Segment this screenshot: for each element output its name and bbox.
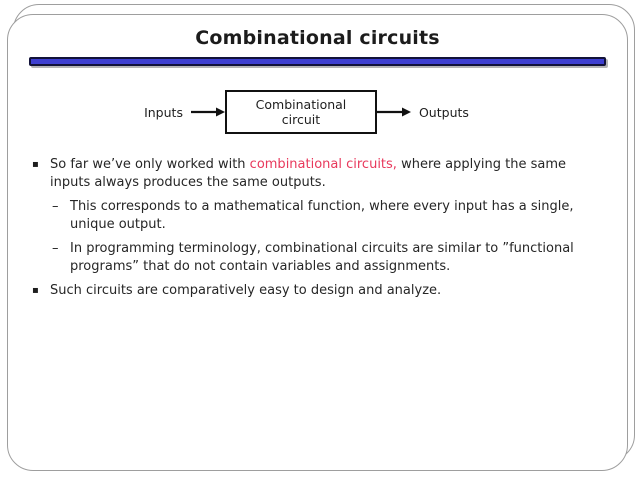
box-label-line1: Combinational: [255, 97, 347, 112]
bullet-text-segment: So far we’ve only worked with: [50, 157, 250, 172]
list-item: ▪ So far we’ve only worked with combinat…: [32, 156, 585, 191]
box-label-line2: circuit: [281, 112, 321, 127]
title-underline-bar: [29, 57, 606, 66]
list-item: ▪ Such circuits are comparatively easy t…: [32, 282, 585, 300]
bullet-text: Such circuits are comparatively easy to …: [50, 283, 442, 298]
dash-bullet-icon: –: [52, 199, 59, 214]
outputs-label: Outputs: [418, 104, 469, 120]
inputs-label: Inputs: [144, 104, 183, 120]
arrow-right-icon: [190, 107, 225, 117]
circuit-block-diagram: Inputs Combinational circuit Outputs: [8, 90, 627, 134]
arrow-right-icon: [376, 107, 411, 117]
square-bullet-icon: ▪: [32, 159, 39, 170]
square-bullet-icon: ▪: [32, 285, 39, 296]
highlight-text: combinational circuits,: [249, 157, 397, 172]
combinational-circuit-box: Combinational circuit: [224, 90, 377, 134]
slide-panel: Combinational circuits Inputs Combinatio…: [7, 14, 628, 471]
bullet-list: ▪ So far we’ve only worked with combinat…: [32, 156, 585, 300]
list-item: – In programming terminology, combinatio…: [52, 240, 585, 275]
bullet-text-segment: where applying the same inputs always pr…: [50, 157, 567, 190]
list-item: – This corresponds to a mathematical fun…: [52, 198, 585, 233]
slide-title: Combinational circuits: [195, 27, 440, 49]
dash-bullet-icon: –: [52, 241, 59, 256]
bullet-text: This corresponds to a mathematical funct…: [70, 199, 574, 232]
bullet-text: In programming terminology, combinationa…: [70, 241, 574, 274]
bullet-text: So far we’ve only worked with combinatio…: [50, 156, 585, 191]
